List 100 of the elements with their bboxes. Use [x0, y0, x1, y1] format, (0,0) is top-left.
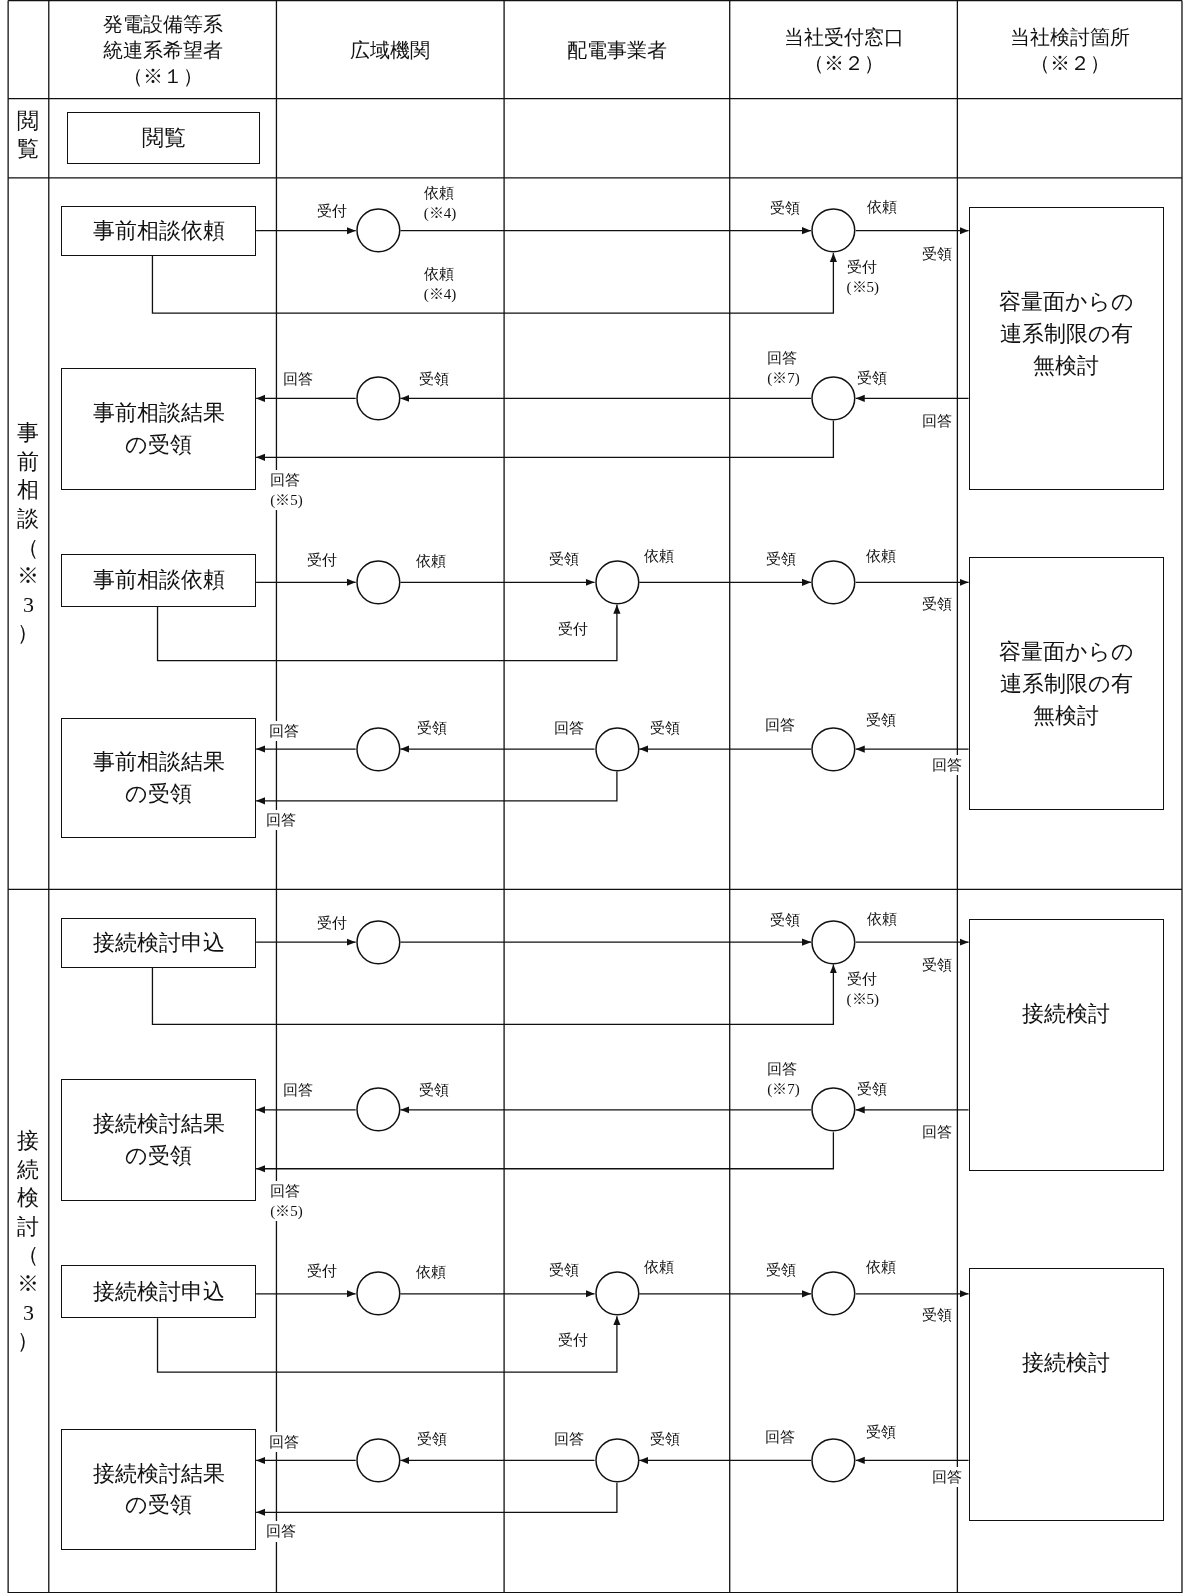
circle-node [594, 1271, 640, 1317]
circle-node [811, 208, 856, 254]
edge-label: 受領 [418, 1080, 449, 1101]
edge-label: 受領 [921, 243, 952, 265]
arrow [855, 394, 970, 402]
arrow [399, 745, 596, 753]
circle-node [811, 919, 856, 965]
circle-node [355, 919, 401, 965]
column-header: 当社検討箇所（※２） [1009, 25, 1132, 77]
edge-label: 受領 [856, 367, 887, 389]
step-label: 依頼 [644, 545, 675, 566]
arrow [255, 745, 357, 753]
arrow [255, 1482, 618, 1516]
arrow [255, 770, 618, 805]
step-label: 依頼 [415, 550, 446, 572]
circle-node [355, 208, 401, 254]
arrow [156, 604, 621, 662]
arrow [855, 578, 970, 586]
step-label: 回答 [931, 755, 962, 776]
edge-label: 受領 [548, 548, 579, 570]
step-label: 依頼 [644, 1257, 675, 1278]
edge-label: 受領 [921, 1304, 952, 1326]
process-box: 接続検討結果の受領 [60, 1079, 257, 1202]
edge-label: 受領 [770, 909, 801, 930]
arrow [255, 420, 835, 461]
circle-node [355, 1087, 401, 1133]
step-label: 依頼 [866, 908, 897, 929]
edge-label: 受領 [416, 717, 447, 738]
step-label: 依頼 [865, 1257, 896, 1278]
process-box: 接続検討申込 [60, 917, 257, 968]
process-box: 事前相談依頼 [60, 553, 257, 607]
circle-node [811, 560, 856, 605]
process-box: 事前相談結果の受領 [60, 717, 257, 839]
arrow [399, 938, 812, 946]
arrow [855, 1106, 970, 1114]
circle-node [594, 560, 640, 605]
circle-node [355, 376, 401, 421]
edge-label: 受領 [921, 955, 952, 976]
column-header: 当社受付窓口（※２） [782, 25, 905, 77]
circle-node [811, 1271, 856, 1317]
circle-node [594, 1438, 640, 1483]
circle-node [355, 560, 401, 605]
arrow [638, 745, 812, 753]
edge-label: 受付 [317, 912, 348, 933]
arrow [638, 1290, 812, 1298]
edge-label: 受領 [856, 1079, 887, 1100]
edge-label: 回答 [269, 720, 300, 741]
column-header: 発電設備等系統連系希望者（※１） [101, 12, 224, 90]
edge-label: 回答 [266, 810, 297, 831]
edge-label: 受領 [650, 717, 681, 738]
arrow [255, 1131, 835, 1173]
row-label: 閲覧 [16, 106, 40, 164]
edge-label: 回答 [266, 1521, 297, 1542]
edge-label: 受領 [766, 548, 797, 570]
process-box: 事前相談依頼 [60, 206, 257, 257]
column-header: 広域機関 [350, 38, 431, 64]
circle-node [811, 1087, 856, 1133]
arrow [638, 578, 812, 586]
process-box: 閲覧 [67, 111, 261, 164]
arrow [855, 938, 970, 946]
arrow [255, 578, 357, 586]
edge-label: 回答 [269, 1432, 300, 1453]
arrow [151, 963, 837, 1026]
circle-node [811, 376, 856, 421]
arrow [255, 938, 357, 946]
review-box: 接続検討 [968, 918, 1164, 1171]
arrow [399, 227, 812, 235]
circle-node [594, 726, 640, 772]
edge-label: 受領 [766, 1260, 797, 1281]
circle-node [355, 1271, 401, 1317]
arrow [399, 578, 596, 586]
review-box: 接続検討 [968, 1268, 1164, 1522]
arrow [855, 1456, 970, 1465]
step-label: 依頼 [866, 197, 897, 218]
arrow [855, 745, 970, 753]
arrow [855, 1290, 970, 1298]
process-box: 接続検討結果の受領 [60, 1428, 257, 1550]
circle-node [355, 1438, 401, 1483]
review-box: 容量面からの連系制限の有無検討 [968, 207, 1164, 490]
arrow [855, 227, 970, 235]
arrow [399, 1456, 596, 1465]
edge-label: 受領 [865, 710, 896, 731]
circle-node [811, 1438, 856, 1483]
arrow [255, 1106, 357, 1114]
circle-node [355, 726, 401, 772]
row-label: 事前相談（※3） [16, 419, 40, 648]
edge-label: 受領 [865, 1421, 896, 1443]
edge-label: 受領 [921, 593, 952, 614]
edge-label: 受領 [650, 1428, 681, 1450]
arrow [156, 1315, 621, 1373]
edge-label: 受領 [416, 1428, 447, 1450]
edge-label: 受領 [418, 368, 449, 390]
arrow [255, 394, 357, 402]
edge-label: 受領 [770, 198, 801, 219]
column-header: 配電事業者 [566, 38, 667, 64]
edge-label: 受領 [548, 1260, 579, 1281]
process-box: 事前相談結果の受領 [60, 367, 257, 490]
arrow [638, 1456, 812, 1465]
step-label: 依頼 [415, 1262, 446, 1283]
process-box: 接続検討申込 [60, 1265, 257, 1319]
